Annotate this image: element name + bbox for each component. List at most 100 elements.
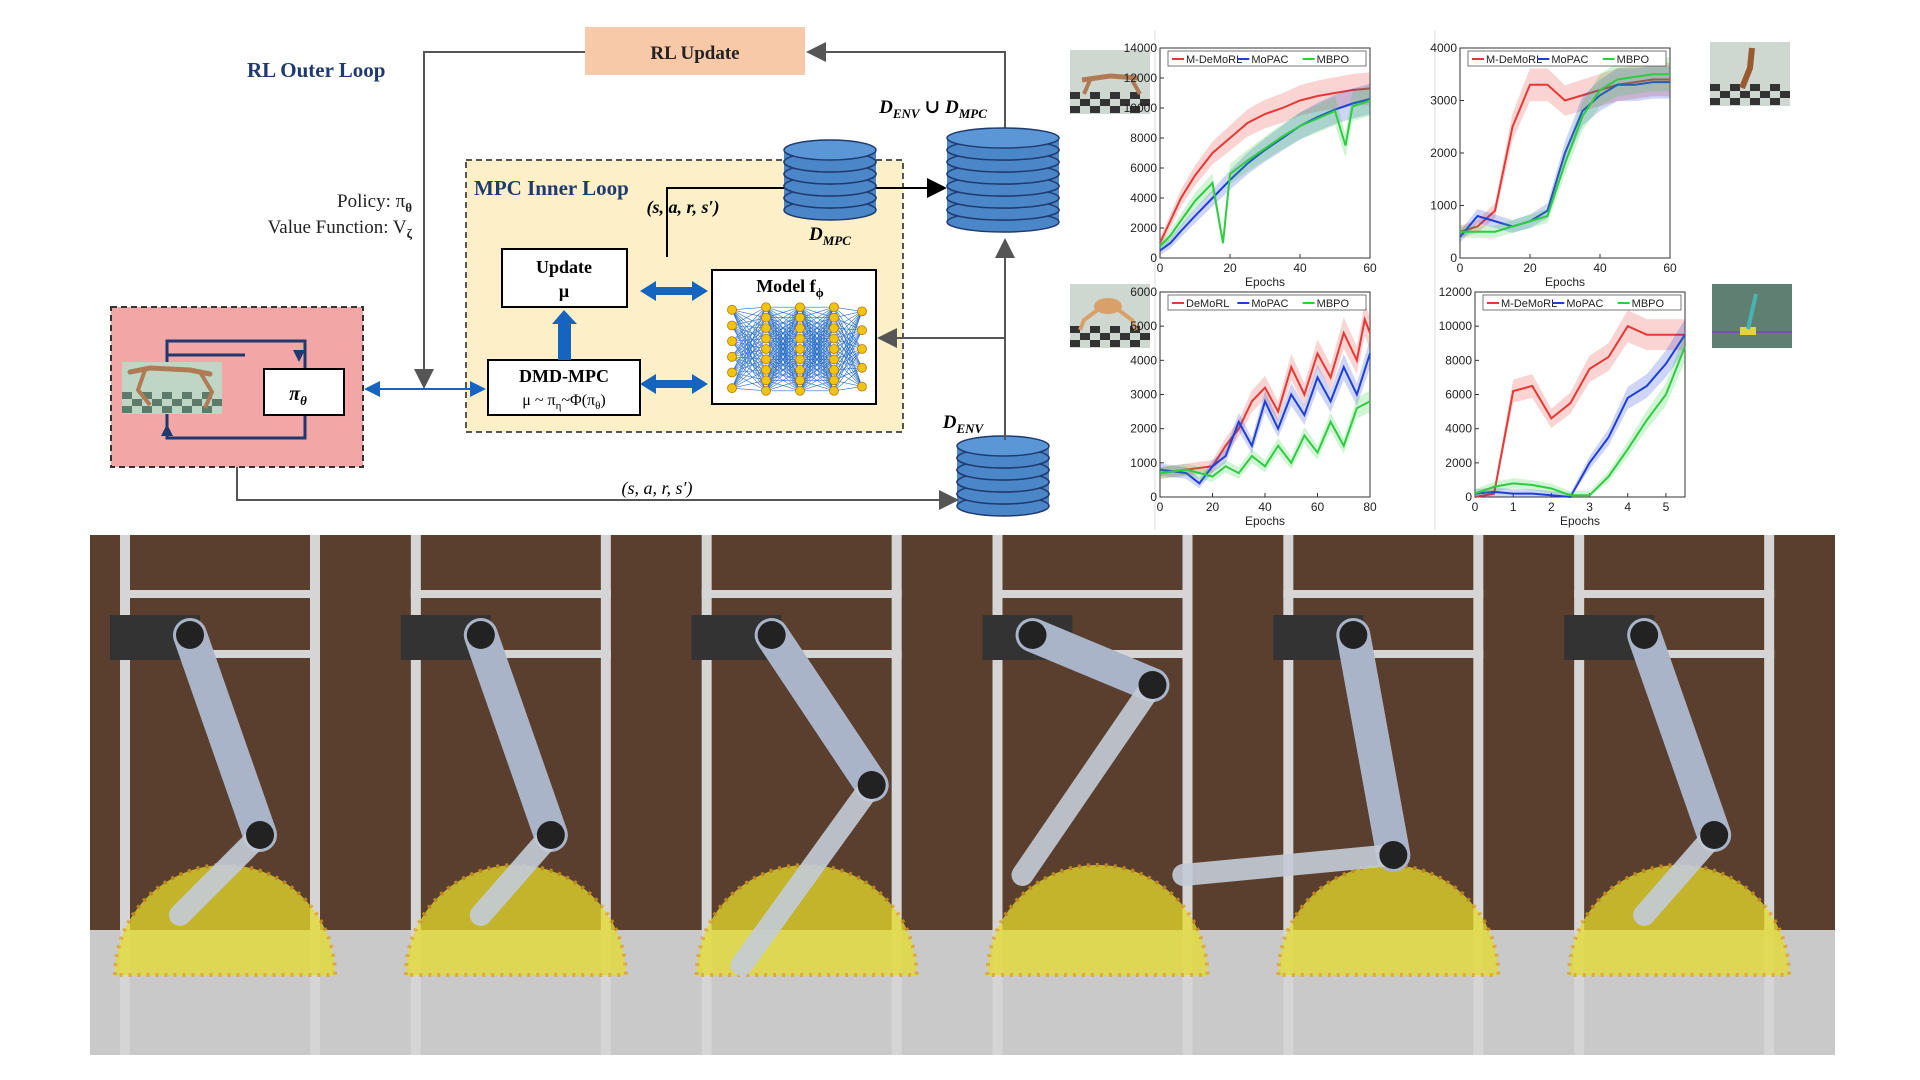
rack-post: [1473, 535, 1484, 1055]
checker-tile: [1110, 92, 1120, 99]
checker-tile: [162, 392, 172, 399]
checker-tile: [202, 406, 212, 413]
series-line: [1159, 400, 1371, 478]
checker-tile: [1730, 98, 1740, 105]
ant-leg: [1114, 306, 1138, 331]
series-line: [1159, 315, 1371, 475]
series-line: [1460, 73, 1670, 233]
nn-node: [829, 354, 839, 365]
nn-edge: [833, 307, 863, 350]
pendulum-thumbnail: [1712, 284, 1792, 348]
series-line: [1459, 78, 1670, 233]
mpc-tuple-label: (s, a, r, s′): [646, 197, 719, 218]
x-tick-label: 1: [1510, 500, 1517, 514]
rack-bar: [120, 650, 320, 658]
y-tick-label: 6000: [1130, 285, 1157, 299]
nn-edge: [731, 369, 767, 389]
nn-edge: [833, 330, 863, 381]
leg-thigh: [463, 618, 568, 852]
checker-tile: [1770, 98, 1780, 105]
y-tick-label: 5000: [1130, 319, 1157, 333]
nn-edge: [765, 306, 801, 318]
model-label: Model fϕ: [756, 276, 824, 300]
nn-edge: [833, 317, 863, 368]
checker-tile: [1090, 92, 1100, 99]
nn-edge: [799, 307, 835, 339]
dmd-model-double-arrow: [640, 374, 708, 394]
checker-tile: [1140, 99, 1150, 106]
nn-node: [795, 364, 805, 375]
checker-tile: [162, 406, 172, 413]
y-tick-label: 4000: [1130, 353, 1157, 367]
rack-post: [1764, 535, 1775, 1055]
robot-leg: [135, 369, 152, 407]
x-tick-label: 3: [1586, 500, 1593, 514]
checker-tile: [202, 392, 212, 399]
series-line: [1474, 324, 1685, 498]
y-tick-label: 6000: [1130, 161, 1157, 175]
legend-label: DeMoRL: [1186, 298, 1229, 310]
checker-tile: [1100, 333, 1110, 340]
checker-tile: [142, 406, 152, 413]
env-tuple-label: (s, a, r, s′): [622, 478, 693, 499]
y-tick-label: 3000: [1130, 388, 1157, 402]
checker-tile: [172, 399, 182, 406]
nn-edge: [799, 369, 835, 392]
nn-edge: [731, 327, 767, 373]
nn-edge: [731, 317, 767, 373]
nn-edge: [731, 348, 767, 389]
rack-bar: [120, 590, 320, 598]
nn-edge: [799, 306, 835, 329]
photo-frame-6: [1564, 535, 1792, 1055]
nn-edge: [731, 317, 767, 358]
legend-label: MoPAC: [1566, 298, 1603, 310]
nn-node: [727, 367, 737, 378]
d-env-database-icon: [956, 435, 1050, 517]
leg-shank: [730, 774, 883, 976]
nn-edge: [799, 317, 835, 391]
rack-bar: [1283, 650, 1484, 658]
checker-tile: [1100, 99, 1110, 106]
d-mpc-label: DMPC: [808, 224, 851, 248]
loop-arrow-head: [293, 350, 305, 362]
nn-node: [761, 333, 771, 344]
checker-tile: [122, 392, 132, 399]
legend-box: [1467, 50, 1667, 67]
y-tick-label: 4000: [1445, 422, 1472, 436]
checker-tile: [1710, 84, 1720, 91]
hip-joint: [1339, 621, 1368, 649]
nn-node: [727, 320, 737, 331]
x-tick-label: 0: [1472, 500, 1479, 514]
cheetah-robot-thumbnail: [122, 350, 305, 436]
nn-node: [761, 385, 771, 396]
nn-edge: [765, 307, 801, 371]
ant-thumbnail: [1070, 284, 1150, 348]
series-line: [1459, 81, 1670, 238]
nn-edge: [833, 359, 863, 387]
nn-edge: [731, 359, 767, 389]
hip-joint: [1018, 621, 1047, 649]
nn-edge: [799, 359, 835, 391]
x-tick-label: 0: [1457, 261, 1464, 275]
nn-edge: [833, 311, 863, 329]
env-data-line: [236, 467, 959, 510]
nn-edge: [765, 307, 801, 391]
rl-outer-loop-label: RL Outer Loop: [247, 58, 385, 82]
nn-edge: [731, 387, 767, 392]
nn-edge: [765, 327, 801, 391]
nn-node: [795, 354, 805, 365]
photo-frame-1: [110, 535, 338, 1055]
legend-label: MoPAC: [1251, 298, 1288, 310]
x-axis-label: Epochs: [1245, 514, 1285, 528]
target-region: [985, 863, 1210, 977]
series-band: [1160, 83, 1370, 256]
nn-edge: [731, 327, 767, 358]
plot-area: [1474, 291, 1686, 498]
update-mu: μ: [559, 281, 569, 301]
checker-tile: [182, 392, 192, 399]
database-disk-top: [956, 435, 1050, 457]
nn-node: [761, 323, 771, 334]
nn-edge: [731, 327, 767, 389]
architecture-diagram: RL Outer Loop RL Update Policy: πθ Value…: [110, 27, 1060, 517]
nn-edge: [731, 348, 767, 373]
